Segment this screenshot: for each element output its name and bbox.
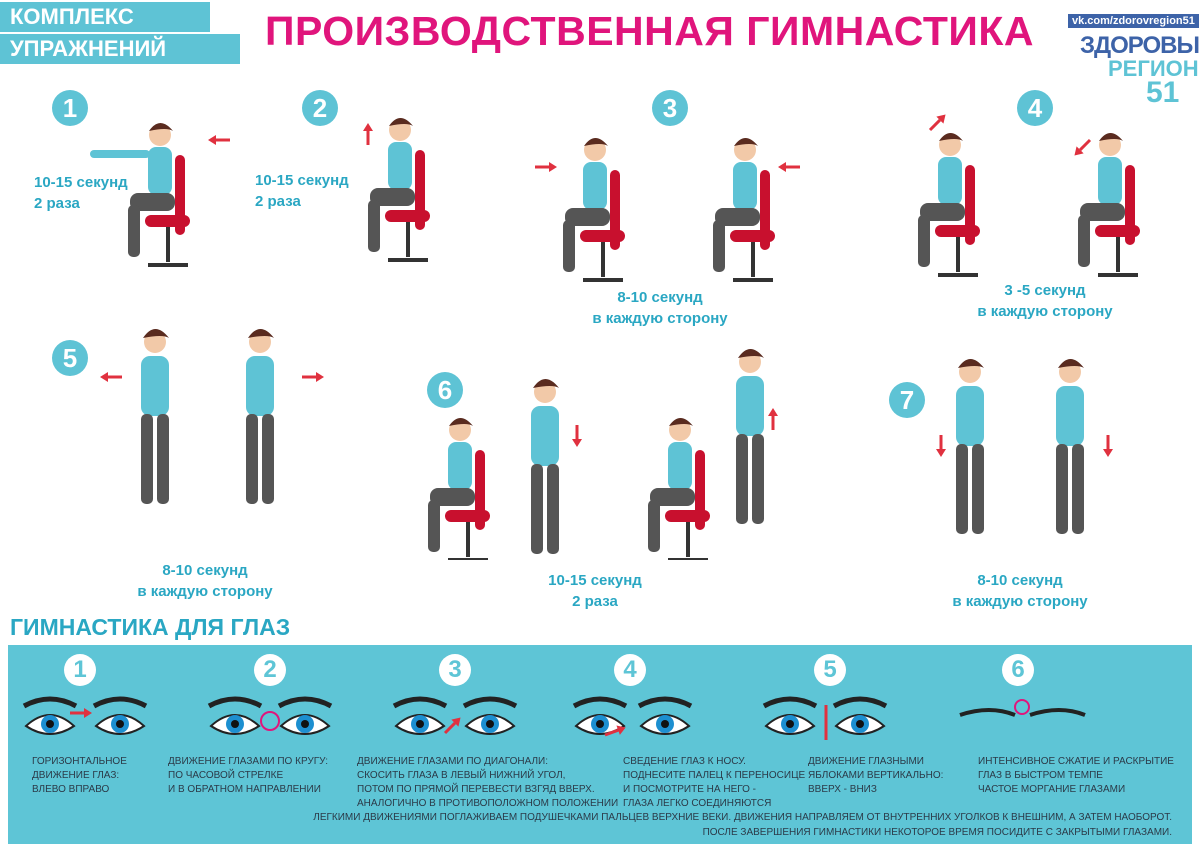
eye-illustrations [0, 685, 1086, 742]
exercise-number: 1 [52, 90, 88, 126]
eye-gymnastics-title: ГИМНАСТИКА ДЛЯ ГЛАЗ [10, 614, 291, 640]
logo-line3: 51 [1146, 76, 1180, 109]
eye-exercise-number: 3 [439, 654, 471, 686]
exercise-number: 4 [1017, 90, 1053, 126]
exercise-number: 5 [52, 340, 88, 376]
eye-exercise-text: Движение глазами по кругу:по часовой стр… [168, 756, 329, 795]
eye-exercise-number: 4 [614, 654, 646, 686]
eye-exercise-text: Движение глазнымияблоками вертикально:вв… [808, 756, 944, 795]
exercise-illustrations [90, 109, 1142, 560]
tag-complex: КОМПЛЕКС [0, 2, 210, 32]
eye-exercise-number: 5 [814, 654, 846, 686]
logo-url: vk.com/zdorovregion51 [1068, 14, 1199, 28]
eye-exercise-number: 2 [254, 654, 286, 686]
exercise-number: 3 [652, 90, 688, 126]
logo-line2: РЕГИОН [1108, 56, 1199, 81]
exercise-number: 6 [427, 372, 463, 408]
eye-gymnastics-panel [8, 645, 1192, 844]
exercise-number: 2 [302, 90, 338, 126]
logo-line1: ЗДОРОВЫЙ [1080, 32, 1200, 59]
tag-exercises: УПРАЖНЕНИЙ [0, 34, 240, 64]
exercise-number: 7 [889, 382, 925, 418]
eye-exercise-number: 1 [64, 654, 96, 686]
eye-exercise-text: Сведение глаз к носу.Поднесите палец к п… [623, 756, 806, 809]
page-title: ПРОИЗВОДСТВЕННАЯ ГИМНАСТИКА [265, 8, 1035, 54]
eye-exercise-text: Горизонтальноедвижение глаз:влево вправо [32, 756, 127, 795]
eye-footer-note: ЛЕГКИМИ ДВИЖЕНИЯМИ ПОГЛАЖИВАЕМ ПОДУШЕЧКА… [313, 812, 1172, 838]
eye-exercise-number: 6 [1002, 654, 1034, 686]
eye-exercise-text: Интенсивное сжатие и раскрытиеглаз в быс… [978, 756, 1174, 795]
eye-exercise-text: Движение глазами по диагонали:скосить гл… [357, 756, 619, 809]
